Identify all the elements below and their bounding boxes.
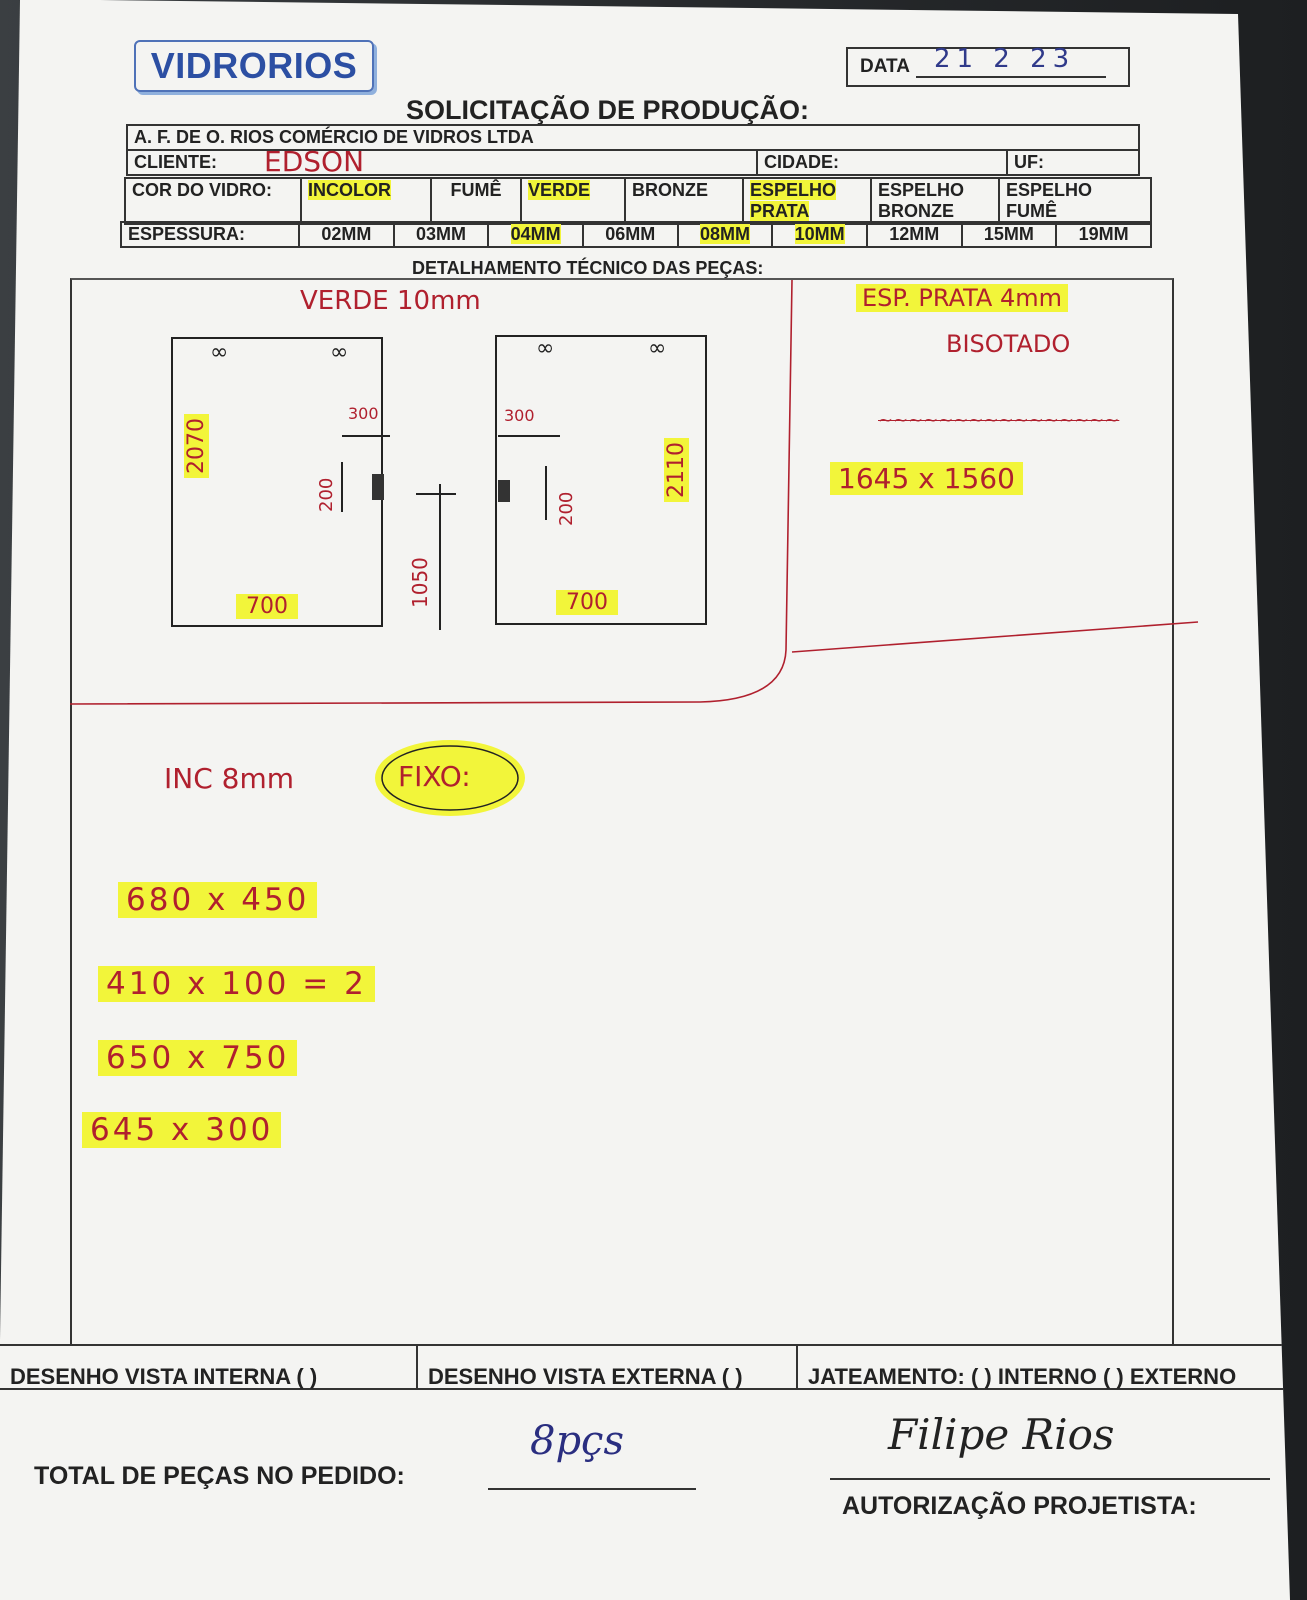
date-value: 21 2 23 — [933, 44, 1076, 74]
right-panel-top-offset: 300 — [504, 406, 535, 425]
crossed-out-measure: ~~~~~~~~~~~~~~~~ — [878, 410, 1120, 431]
measure-line: 410 x 100 = 2 — [98, 966, 375, 1002]
thickness-label: ESPESSURA: — [120, 221, 300, 248]
glass-color-row: COR DO VIDRO: INCOLOR FUMÊ VERDE BRONZE … — [124, 177, 1152, 225]
thickness-option: 19MM — [1078, 224, 1129, 244]
uf-label: UF: — [1006, 149, 1140, 176]
lower-note: INC 8mm — [164, 762, 295, 795]
color-option: ESPELHO FUMÊ — [1006, 180, 1093, 221]
right-note-beveled: BISOTADO — [946, 330, 1071, 358]
thickness-option: 04MM — [510, 224, 561, 244]
measure-line: 680 x 450 — [118, 882, 318, 918]
city-label: CIDADE: — [756, 149, 1008, 176]
measure-line: 650 x 750 — [98, 1040, 298, 1076]
technical-section-title: DETALHAMENTO TÉCNICO DAS PEÇAS: — [412, 258, 764, 278]
thickness-option: 02MM — [321, 224, 372, 244]
thickness-option: 12MM — [889, 224, 940, 244]
total-label: TOTAL DE PEÇAS NO PEDIDO: — [34, 1462, 405, 1490]
color-option: BRONZE — [632, 180, 708, 200]
left-panel-top-offset: 300 — [348, 404, 379, 423]
blasting-option: JATEAMENTO: ( ) INTERNO ( ) EXTERNO — [808, 1364, 1237, 1389]
hinge-icon: ∞ — [210, 340, 229, 365]
gap-dimension: 1050 — [408, 557, 432, 608]
left-panel-inner: 200 — [316, 477, 337, 512]
company-logo: VIDRORIOS — [134, 40, 374, 92]
date-label: DATA — [860, 56, 910, 77]
drawing-lines — [69, 279, 1199, 816]
hinge-icon: ∞ — [536, 336, 555, 361]
left-note: VERDE 10mm — [300, 286, 481, 316]
right-panel-height: 2110 — [664, 438, 689, 502]
internal-view-option: DESENHO VISTA INTERNA ( ) — [0, 1346, 418, 1389]
measure-line: 645 x 300 — [82, 1112, 282, 1148]
color-option: FUMÊ — [450, 180, 502, 200]
right-measure: 1645 x 1560 — [830, 462, 1023, 495]
thickness-option: 06MM — [605, 224, 656, 244]
hinge-icon: ∞ — [648, 336, 667, 361]
thickness-option: 03MM — [415, 224, 466, 244]
thickness-row: ESPESSURA: 02MM 03MM 04MM 06MM 08MM 10MM… — [120, 221, 1152, 248]
company-name: A. F. DE O. RIOS COMÉRCIO DE VIDROS LTDA — [126, 124, 1140, 151]
thickness-option: 08MM — [699, 224, 750, 244]
total-value: 8pçs — [530, 1418, 624, 1464]
company-row: A. F. DE O. RIOS COMÉRCIO DE VIDROS LTDA — [126, 124, 1140, 151]
color-option: ESPELHO BRONZE — [878, 180, 965, 221]
client-row: CLIENTE: EDSON CIDADE: UF: — [126, 145, 1140, 178]
page-title: SOLICITAÇÃO DE PRODUÇÃO: — [406, 95, 809, 125]
signature: Filipe Rios — [888, 1410, 1115, 1459]
external-view-option: DESENHO VISTA EXTERNA ( ) — [418, 1346, 798, 1389]
thickness-option: 15MM — [983, 224, 1034, 244]
right-note-mirror: ESP. PRATA 4mm — [856, 284, 1068, 312]
left-panel-height: 2070 — [184, 414, 209, 478]
hinge-icon: ∞ — [330, 340, 349, 365]
thickness-option: 10MM — [794, 224, 845, 244]
right-panel-inner: 200 — [556, 491, 577, 526]
client-label: CLIENTE: — [134, 152, 217, 172]
color-option: VERDE — [528, 180, 591, 200]
color-option: INCOLOR — [308, 180, 391, 200]
glass-color-label: COR DO VIDRO: — [124, 177, 302, 225]
total-underline — [488, 1488, 696, 1490]
signature-line — [830, 1478, 1270, 1480]
date-field: DATA 21 2 23 — [846, 44, 1130, 87]
authorization-label: AUTORIZAÇÃO PROJETISTA: — [842, 1492, 1197, 1520]
left-panel-width: 700 — [236, 594, 298, 619]
client-value: EDSON — [264, 145, 365, 178]
right-panel-width: 700 — [556, 590, 618, 615]
footer-options-row: DESENHO VISTA INTERNA ( ) DESENHO VISTA … — [0, 1344, 1290, 1390]
fixed-label: FIXO: — [398, 760, 471, 793]
